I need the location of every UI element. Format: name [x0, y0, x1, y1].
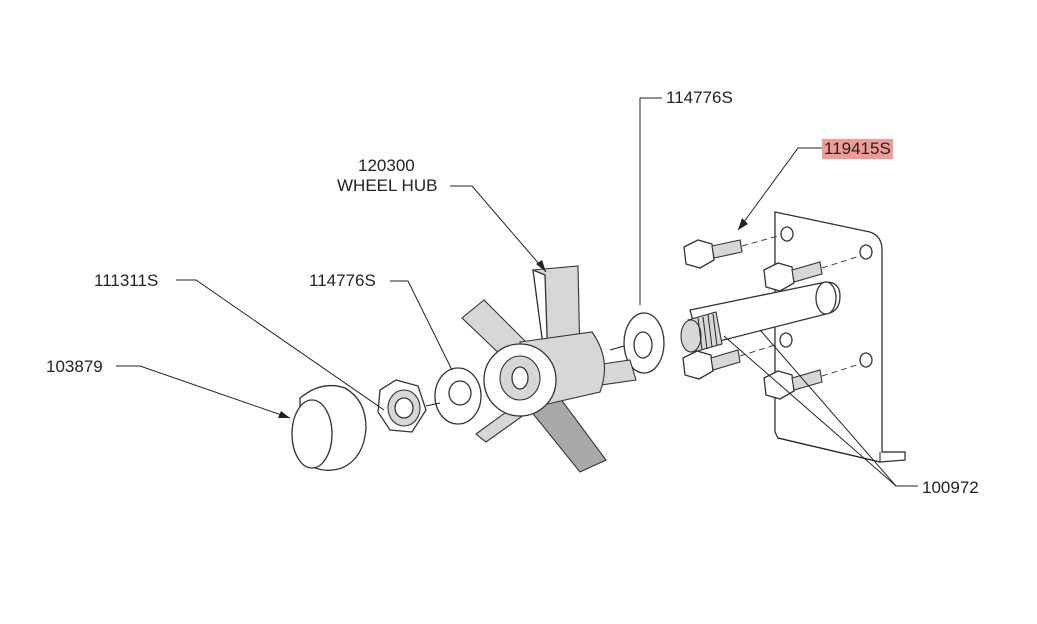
leader-line-washer-top [639, 97, 662, 305]
bolt-bottom-right-part[interactable] [763, 363, 861, 400]
callout-hub-name[interactable]: WHEEL HUB [337, 176, 438, 195]
bolt-bottom-left-part[interactable] [682, 343, 779, 380]
callout-nut[interactable]: 111311S [94, 271, 159, 290]
leader-line-bolt [737, 147, 824, 231]
washer-left-part[interactable] [434, 367, 482, 425]
leader-line-bracket-2 [759, 329, 897, 487]
axis-line [609, 345, 625, 351]
leader-line-washer-left [390, 280, 453, 371]
arrowhead [738, 218, 748, 230]
callout-cap[interactable]: 103879 [46, 357, 103, 376]
callout-hub-number[interactable]: 120300 [358, 156, 415, 175]
dust-cap-part[interactable] [291, 384, 367, 471]
axis-line [425, 402, 441, 407]
leader-line-hub [450, 185, 547, 273]
axle-shaft-part[interactable] [680, 281, 841, 353]
leader-line-nut [176, 279, 385, 411]
callout-bracket[interactable]: 100972 [922, 478, 979, 497]
washer-right-part[interactable] [623, 312, 665, 374]
mounting-bracket-part[interactable] [774, 211, 906, 463]
callout-washer-left[interactable]: 114776S [309, 271, 376, 290]
arrowhead [278, 411, 290, 418]
bolt-top-left-part[interactable] [683, 235, 779, 269]
wheel-hub-part[interactable] [461, 265, 637, 473]
arrowhead [536, 260, 546, 272]
lock-nut-part[interactable] [377, 379, 427, 433]
bolt-top-right-part[interactable] [763, 255, 861, 292]
callout-bolt[interactable]: 119415S [822, 139, 893, 159]
callout-washer-top[interactable]: 114776S [666, 88, 733, 107]
leader-line-cap [116, 365, 291, 419]
